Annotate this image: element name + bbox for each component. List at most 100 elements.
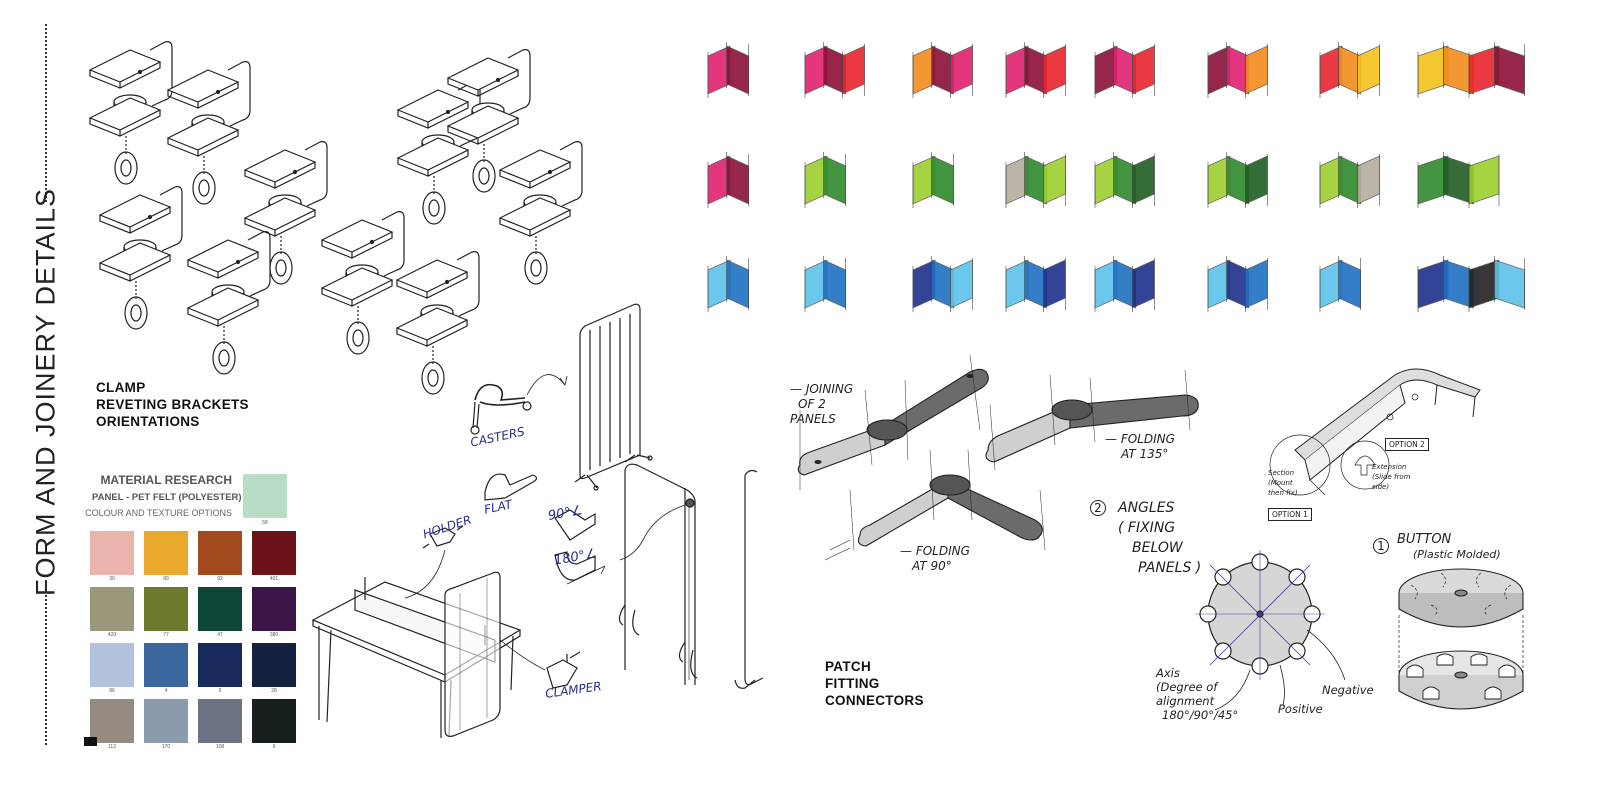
panel-configuration [804,152,847,208]
panel-configuration [1094,42,1155,98]
material-title: MATERIAL RESEARCH [100,473,232,487]
folding-90-label-line: — FOLDING [900,544,970,558]
angles-number: 2 [1090,500,1106,516]
button-number: 1 [1373,538,1389,554]
panel-configuration [1005,256,1066,312]
color-swatch [252,531,296,575]
extension-label-line: (Slide from [1372,473,1411,481]
clamp-caption-line: REVETING BRACKETS [96,397,249,412]
color-swatch [144,643,188,687]
panel-configuration [804,256,847,312]
joining-label-line: PANELS [790,412,836,426]
swatch-code: 170 [161,744,171,750]
desk-screen-sketch [311,303,764,738]
patch-caption: PATCH FITTING CONNECTORS [825,658,924,709]
panel-configuration [1207,42,1268,98]
axis-label-line: Axis [1156,666,1180,680]
swatch-code: 92 [217,576,223,582]
option1-label: OPTION 1 [1268,508,1312,521]
panel-configuration [912,256,973,312]
color-swatch [144,699,188,743]
swatch-code: 380 [269,632,279,638]
clamp-brackets-sketch [88,41,583,395]
angles-label-line: PANELS ) [1138,560,1202,576]
side-title: FORM AND JOINERY DETAILS [30,187,61,597]
panel-configuration [912,152,955,208]
color-swatch [252,587,296,631]
clamp-caption-line: ORIENTATIONS [96,414,200,429]
swatch-code: 112 [108,744,116,750]
button-label: BUTTON (Plastic Molded) [1397,532,1501,562]
extension-label: Extension (Slide from side) [1372,462,1410,492]
panel-configuration [1207,152,1268,208]
patch-caption-line: CONNECTORS [825,693,924,708]
clamp-bracket-drawing [88,41,173,185]
angles-label-line: ANGLES [1118,500,1175,516]
button-label-line: BUTTON [1397,532,1452,547]
extension-label-line: Extension [1372,463,1407,471]
section-label: Section (Mount then fix) [1268,468,1298,498]
folding-90-label: — FOLDING AT 90° [900,544,970,574]
angles-label: ANGLES ( FIXING BELOW PANELS ) [1118,498,1201,578]
axis-label-line: (Degree of [1156,680,1218,694]
connector-plates-sketch [797,354,1199,561]
color-swatch [90,531,134,575]
joining-label-line: — JOINING [790,382,854,396]
panel-configuration [1094,152,1155,208]
color-swatch [90,643,134,687]
material-subtitle: PANEL - PET FELT (POLYESTER) [92,492,242,503]
swatch-code: 89 [163,576,169,582]
panel-configuration [1005,152,1066,208]
joining-label: — JOINING OF 2 PANELS [790,382,853,427]
folding-135-label-line: AT 135° [1121,447,1169,461]
swatch-code: 86 [109,688,115,694]
swatch-code: 108 [215,744,225,750]
color-swatch [252,643,296,687]
color-swatch [198,699,242,743]
folding-135-label: — FOLDING AT 135° [1105,432,1175,462]
button-exploded-sketch [1398,568,1524,710]
negative-label: Negative [1322,683,1374,697]
panel-configuration [707,152,750,208]
clamp-caption-line: CLAMP [96,380,146,395]
extension-track-sketch [1269,368,1481,496]
section-label-line: (Mount [1268,479,1293,487]
color-swatch [198,643,242,687]
panel-configuration [804,42,865,98]
axis-label-line: 180°/90°/45° [1162,708,1239,722]
scale-marker [84,737,97,746]
side-dotted-line-bottom [45,580,47,745]
patch-caption-line: FITTING [825,676,880,691]
panel-configuration [1319,256,1362,312]
swatch-code: 47 [217,632,223,638]
angles-label-line: ( FIXING [1118,520,1176,536]
color-swatch [198,587,242,631]
panel-configuration [1094,256,1155,312]
swatch-code: 30 [109,576,115,582]
color-swatch [90,587,134,631]
panel-configuration [707,42,750,98]
color-swatch [144,587,188,631]
swatch-code: 420 [107,632,117,638]
panel-configuration [1319,152,1380,208]
button-top-view-sketch [1195,550,1346,711]
color-swatch [198,531,242,575]
panel-configuration [912,42,973,98]
folding-90-label-line: AT 90° [912,559,952,573]
section-label-line: then fix) [1268,489,1298,497]
color-swatch [144,531,188,575]
color-swatch [252,699,296,743]
angles-label-line: BELOW [1132,540,1183,556]
material-subtitle-2: COLOUR AND TEXTURE OPTIONS [85,508,232,518]
clamp-caption: CLAMP REVETING BRACKETS ORIENTATIONS [96,379,249,430]
panel-configuration [1417,256,1525,312]
panel-configuration [1005,42,1066,98]
swatch-code: 9 [272,744,276,750]
panel-configuration [1417,42,1525,98]
panel-configuration [1417,152,1500,208]
swatch-code: 77 [163,632,169,638]
joining-label-line: OF 2 [798,397,826,411]
button-label-line: (Plastic Molded) [1413,548,1501,561]
positive-label: Positive [1278,702,1323,716]
side-dotted-line-top [45,24,47,202]
